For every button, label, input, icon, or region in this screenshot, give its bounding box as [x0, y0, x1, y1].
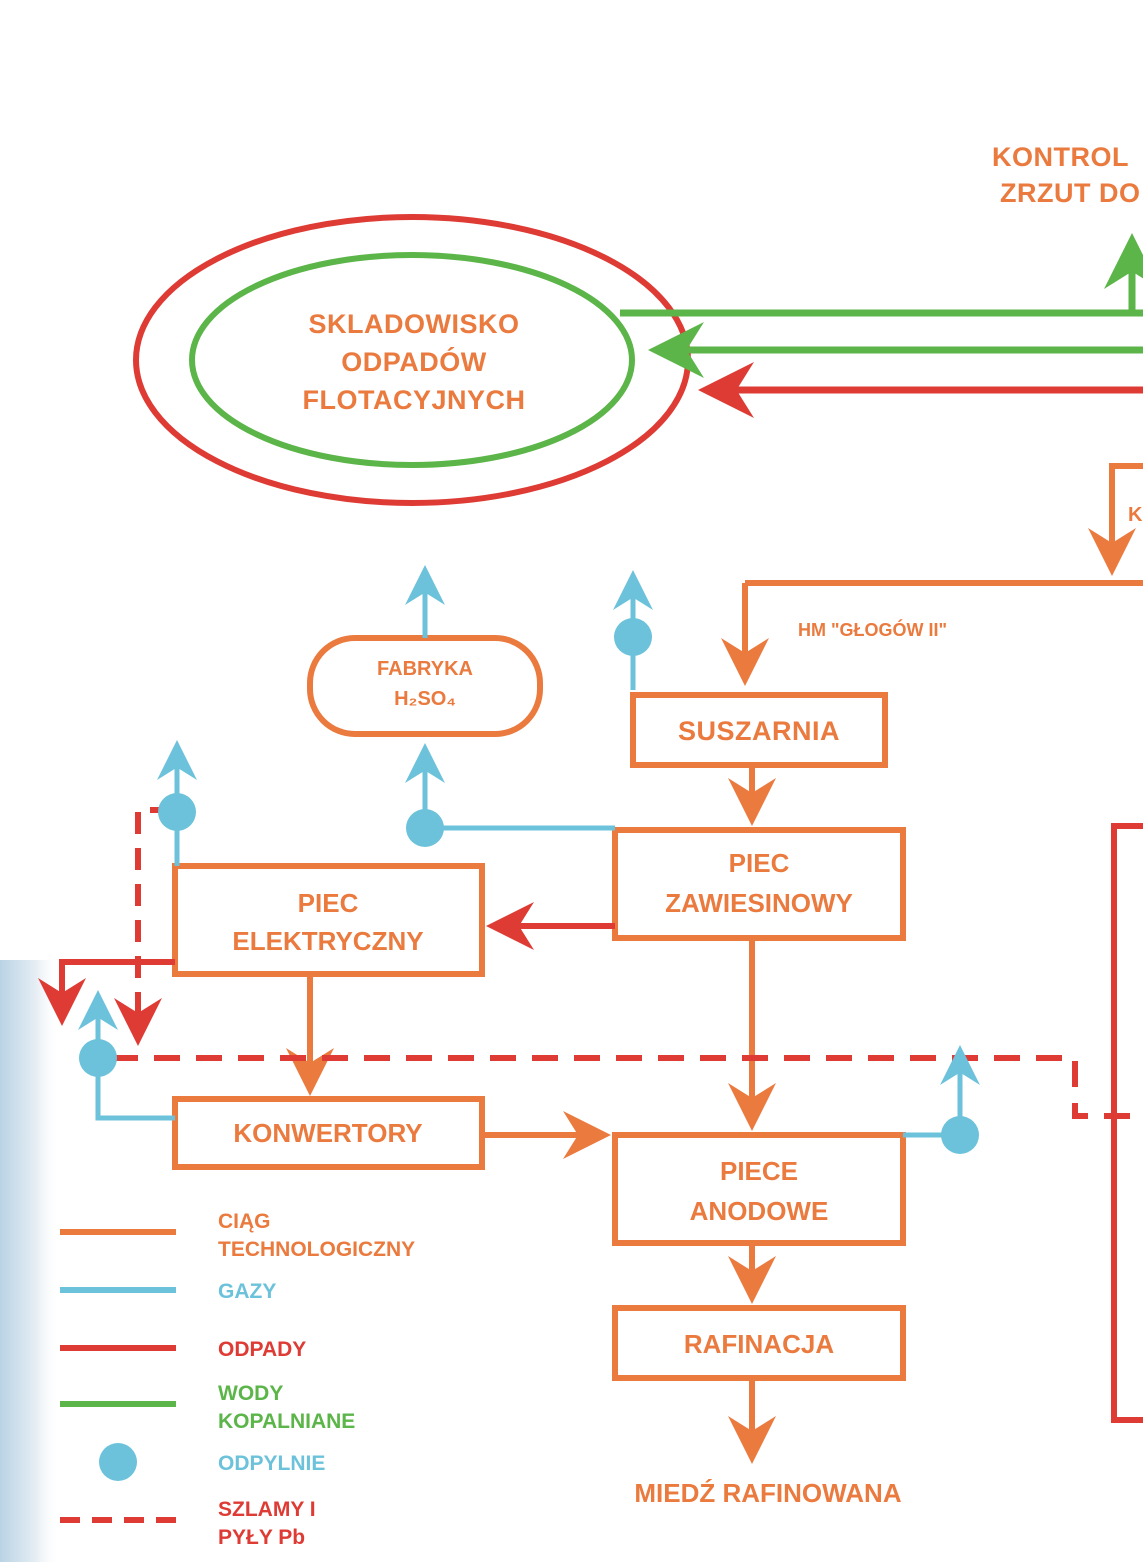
converters-box [172, 1096, 485, 1170]
tailings-inner-ellipse [189, 252, 635, 468]
dust-collector-dot [158, 793, 196, 831]
dust-collector-dot [406, 809, 444, 847]
legend-label: SZLAMY I [218, 1498, 316, 1521]
converters-gas-line [95, 1058, 175, 1121]
acid-plant-box [307, 635, 543, 737]
partial-feed-label: K [1128, 504, 1143, 526]
electric-slag-waste-line [38, 959, 175, 1026]
legend-item: GAZY [60, 1280, 276, 1303]
flash-furnace-box [612, 827, 906, 941]
legend-item: ODPYLNIE [99, 1443, 325, 1481]
top-right-label-line2: ZRZUT DO [1000, 178, 1140, 208]
legend-label: CIĄG [218, 1210, 271, 1233]
anode-furnaces-box [612, 1132, 906, 1246]
legend-dot-symbol [99, 1443, 137, 1481]
legend-label: WODY [218, 1382, 283, 1405]
legend-item: SZLAMY I PYŁY Pb [60, 1498, 316, 1549]
converters-label: KONWERTORY [233, 1118, 422, 1148]
legend-label-line2: PYŁY Pb [218, 1526, 305, 1549]
legend-label: ODPADY [218, 1338, 306, 1361]
electric-furnace-label-line1: PIEC [298, 888, 359, 918]
acid-plant-label-line1: FABRYKA [377, 658, 473, 680]
legend: CIĄG TECHNOLOGICZNY GAZY ODPADY WODY KOPALNIA… [60, 1210, 415, 1549]
dryer-box [630, 692, 888, 768]
dust-collector-dot [79, 1039, 117, 1077]
flash-furnace-label-line1: PIEC [729, 848, 790, 878]
legend-label-line2: KOPALNIANE [218, 1410, 355, 1433]
product-label: MIEDŹ RAFINOWANA [634, 1478, 901, 1508]
dryer-label: SUSZARNIA [678, 716, 840, 746]
legend-label: ODPYLNIE [218, 1452, 325, 1475]
legend-label-line2: TECHNOLOGICZNY [218, 1238, 415, 1261]
legend-item: CIĄG TECHNOLOGICZNY [60, 1210, 415, 1261]
electric-furnace-label-line2: ELEKTRYCZNY [232, 926, 423, 956]
tailings-label-line1: SKLADOWISKO [309, 309, 520, 339]
dust-collector-dot [614, 618, 652, 656]
sludge-dashed-main [112, 1055, 1143, 1119]
legend-label: GAZY [218, 1280, 276, 1303]
sludge-dashed-left [114, 807, 172, 1046]
top-right-label-line1: KONTROL [992, 142, 1129, 172]
anode-furnaces-label-line1: PIECE [720, 1156, 798, 1186]
refining-box [612, 1305, 906, 1381]
legend-item: ODPADY [60, 1338, 306, 1361]
tailings-label-line2: ODPADÓW [341, 346, 487, 377]
concentrate-feed-line [1088, 463, 1143, 576]
tailings-label-line3: FLOTACYJNYCH [302, 385, 525, 415]
right-waste-block [1111, 823, 1143, 1423]
legend-item: WODY KOPALNIANE [60, 1382, 355, 1433]
smelter-line-label: HM "GŁOGÓW II" [798, 619, 947, 640]
anode-furnaces-label-line2: ANODOWE [690, 1196, 829, 1226]
acid-plant-label-line2: H₂SO₄ [394, 688, 456, 710]
dust-collector-dot [941, 1116, 979, 1154]
refining-label: RAFINACJA [684, 1329, 834, 1359]
electric-furnace-box [172, 863, 485, 977]
flash-furnace-label-line2: ZAWIESINOWY [665, 888, 853, 918]
